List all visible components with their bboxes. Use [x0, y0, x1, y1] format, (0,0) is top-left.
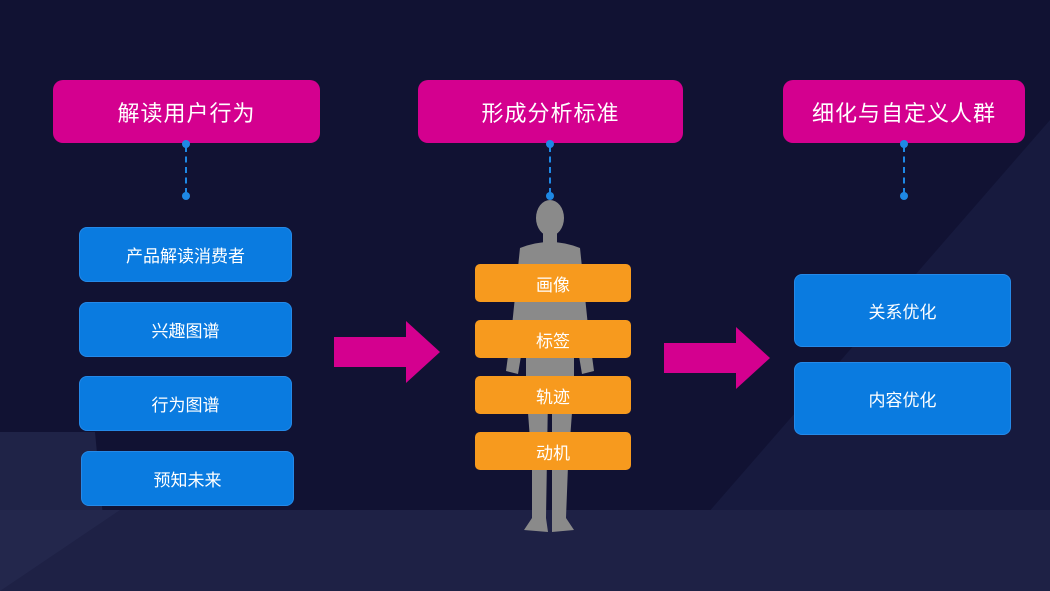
item-relationship-optimization: 关系优化 — [794, 274, 1011, 347]
item-content-optimization: 内容优化 — [794, 362, 1011, 435]
header-refine-custom-audience: 细化与自定义人群 — [783, 80, 1025, 143]
item-tag: 标签 — [475, 320, 631, 358]
item-trajectory: 轨迹 — [475, 376, 631, 414]
item-product-interpret-consumer: 产品解读消费者 — [79, 227, 292, 282]
connector-column-3 — [898, 140, 910, 202]
item-portrait: 画像 — [475, 264, 631, 302]
item-interest-graph: 兴趣图谱 — [79, 302, 292, 357]
item-motivation: 动机 — [475, 432, 631, 470]
connector-column-1 — [180, 140, 192, 202]
connector-column-2 — [544, 140, 556, 202]
header-form-analysis-standard: 形成分析标准 — [418, 80, 683, 143]
person-silhouette-icon — [506, 200, 594, 532]
right-arrow-icon — [664, 327, 770, 389]
header-interpret-user-behavior: 解读用户行为 — [53, 80, 320, 143]
right-arrow-icon — [334, 321, 440, 383]
item-behavior-graph: 行为图谱 — [79, 376, 292, 431]
item-predict-future: 预知未来 — [81, 451, 294, 506]
